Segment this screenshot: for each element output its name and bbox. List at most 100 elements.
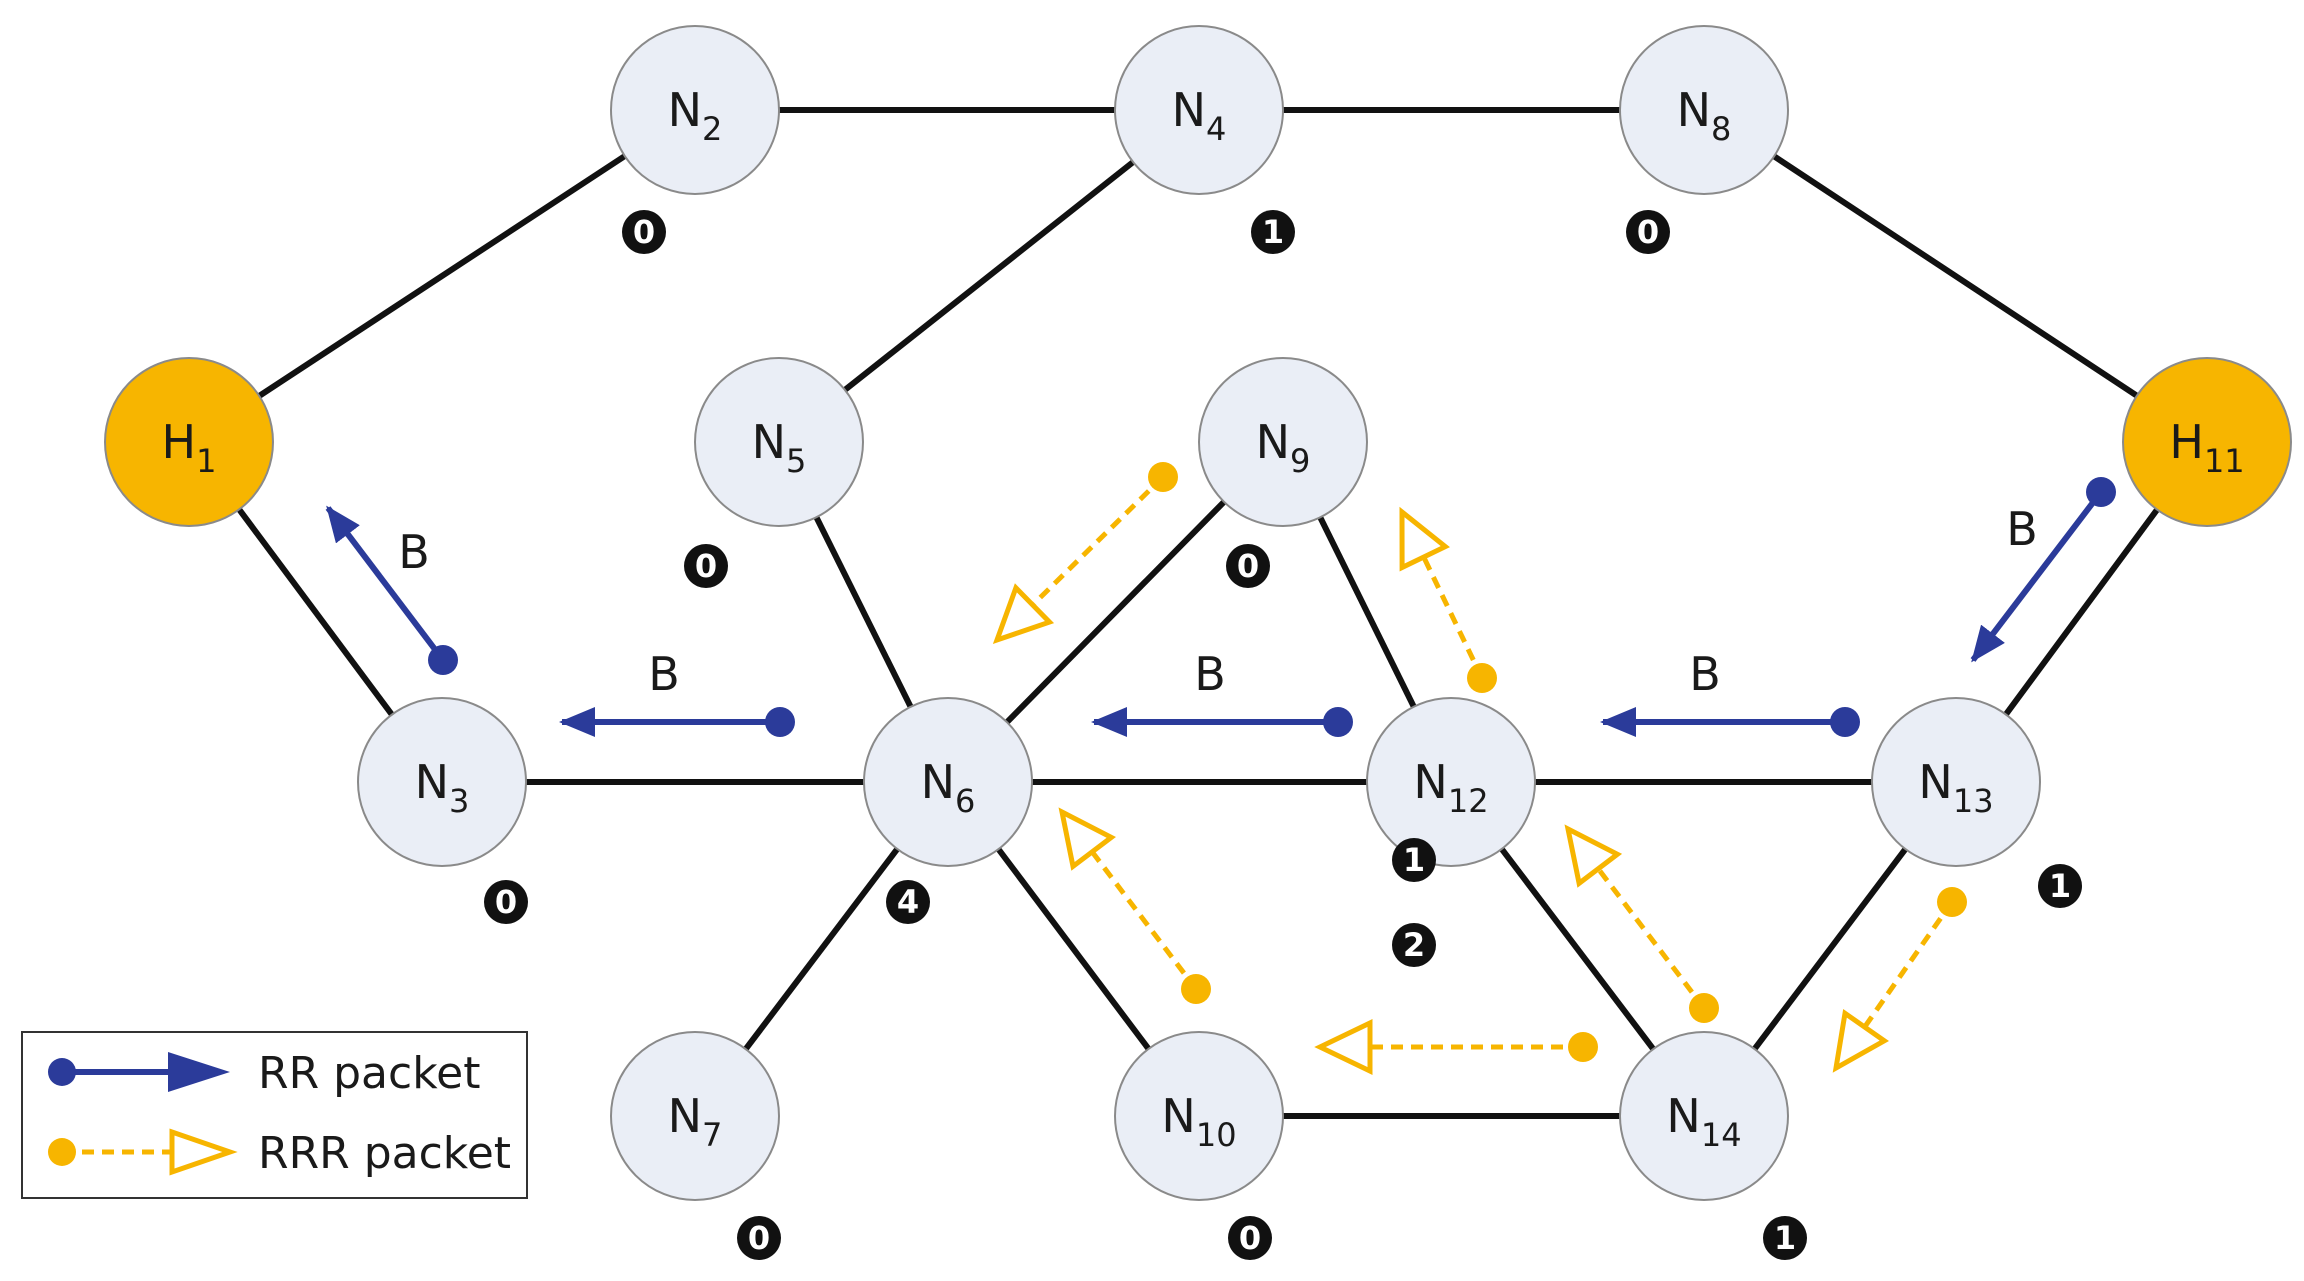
rrr-arrow-head xyxy=(1399,506,1450,572)
count-badge-circle xyxy=(684,544,728,588)
rrr-arrow-tail-dot xyxy=(1467,663,1497,693)
count-badge-value: 4 xyxy=(897,883,919,921)
node-label: N8 xyxy=(1677,83,1732,148)
node-circle xyxy=(1114,25,1284,195)
rrr-arrow-shaft xyxy=(1030,475,1165,607)
rr-packet-n6-to-n3: B xyxy=(559,647,795,737)
rr-packet-h11-to-n13: B xyxy=(1970,477,2116,663)
node-label-subscript: 3 xyxy=(449,782,469,820)
rrr-packet-n13-to-n14 xyxy=(1832,887,1967,1073)
rr-packet-label: B xyxy=(1194,647,1226,701)
count-badge-circle xyxy=(737,1216,781,1260)
legend-rr-label: RR packet xyxy=(258,1048,480,1099)
count-badge-circle xyxy=(1392,838,1436,882)
node-label-subscript: 7 xyxy=(702,1116,722,1154)
count-badge-value: 2 xyxy=(1403,926,1425,964)
node-label: N13 xyxy=(1918,755,1993,820)
node-circle xyxy=(1366,697,1536,867)
node-circle xyxy=(610,1031,780,1201)
rr-arrow-tail-dot xyxy=(765,707,795,737)
rrr-arrow-tail-dot xyxy=(1181,974,1211,1004)
packets: B B B B B xyxy=(325,462,2116,1075)
node-label-base: N xyxy=(1918,755,1952,809)
rr-arrow xyxy=(1970,490,2104,663)
count-badge-value: 1 xyxy=(1262,213,1284,251)
count-badge-circle xyxy=(886,880,930,924)
badges: 0 1 0 0 0 0 4 12 1 0 0 1 xyxy=(484,210,2082,1260)
rrr-arrow-tail-dot xyxy=(1568,1032,1598,1062)
count-badge-value: 1 xyxy=(2049,867,2071,905)
count-badge-value: 0 xyxy=(695,547,717,585)
node-circle xyxy=(1619,1031,1789,1201)
node-n9: N9 xyxy=(1198,357,1368,527)
legend-rr-sample xyxy=(48,1052,230,1092)
node-circle xyxy=(694,357,864,527)
node-label-subscript: 12 xyxy=(1448,782,1489,820)
count-badge-circle xyxy=(1226,544,1270,588)
node-label: N6 xyxy=(921,755,976,820)
node-label-base: H xyxy=(162,415,197,469)
rr-packet-n12-to-n6: B xyxy=(1091,647,1353,737)
node-n14: N14 xyxy=(1619,1031,1789,1201)
node-n5: N5 xyxy=(694,357,864,527)
rr-packet-label: B xyxy=(648,647,680,701)
node-label-subscript: 2 xyxy=(702,110,722,148)
rrr-arrow-shaft xyxy=(1862,900,1955,1029)
node-n10: N10 xyxy=(1114,1031,1284,1201)
node-label: N3 xyxy=(415,755,470,820)
count-badge: 0 xyxy=(737,1216,781,1260)
count-badge-circle xyxy=(622,210,666,254)
rr-packet-label: B xyxy=(1689,647,1721,701)
count-badge: 0 xyxy=(684,544,728,588)
count-badge: 0 xyxy=(484,880,528,924)
count-badge-circle xyxy=(1228,1216,1272,1260)
rr-arrow xyxy=(325,505,446,662)
count-badge: 4 xyxy=(886,880,930,924)
count-badge-circle xyxy=(484,880,528,924)
node-n12: N12 xyxy=(1366,697,1536,867)
rrr-arrow-shaft xyxy=(1421,555,1485,680)
count-badge-value: 0 xyxy=(633,213,655,251)
node-label-subscript: 13 xyxy=(1953,782,1994,820)
count-badge-value: 0 xyxy=(1237,547,1259,585)
count-badge-value: 1 xyxy=(1403,841,1425,879)
rrr-arrow-tail-dot xyxy=(1148,462,1178,492)
node-label: H1 xyxy=(162,415,217,480)
count-badge-circle xyxy=(1392,923,1436,967)
count-badge: 0 xyxy=(1626,210,1670,254)
node-label-subscript: 9 xyxy=(1290,442,1310,480)
count-badge-value: 0 xyxy=(1239,1219,1261,1257)
node-label-subscript: 1 xyxy=(196,442,216,480)
node-n13: N13 xyxy=(1871,697,2041,867)
rrr-packet-n12-to-n9 xyxy=(1399,506,1497,693)
legend-box xyxy=(21,1031,528,1199)
legend-rrr-label: RRR packet xyxy=(258,1128,511,1179)
node-circle xyxy=(357,697,527,867)
node-n6: N6 xyxy=(863,697,1033,867)
rrr-arrow-shaft xyxy=(1596,867,1706,1010)
node-label-base: N xyxy=(1256,415,1290,469)
rrr-packet-n10-to-n6 xyxy=(1058,807,1211,1004)
count-badge: 1 xyxy=(1392,838,1436,882)
edge-n8-h11 xyxy=(1702,107,2209,445)
rrr-arrow-head xyxy=(1564,824,1623,888)
edge-n4-n5 xyxy=(777,107,1201,445)
node-label-base: N xyxy=(1172,83,1206,137)
rr-arrow-tail-dot xyxy=(1323,707,1353,737)
count-badge-value: 0 xyxy=(495,883,517,921)
rrr-arrow-tail-dot xyxy=(1937,887,1967,917)
node-circle xyxy=(1198,357,1368,527)
node-circle xyxy=(610,25,780,195)
rr-arrow-tail-dot xyxy=(1830,707,1860,737)
node-label-subscript: 4 xyxy=(1206,110,1226,148)
count-badge: 1 xyxy=(1251,210,1295,254)
count-badge: 1 xyxy=(2038,864,2082,908)
edges xyxy=(186,107,2210,1119)
node-label-subscript: 14 xyxy=(1701,1116,1742,1154)
rrr-arrow-shaft xyxy=(1090,850,1198,991)
rr-arrow-tail-dot xyxy=(2086,477,2116,507)
rr-packet-label: B xyxy=(398,525,430,579)
